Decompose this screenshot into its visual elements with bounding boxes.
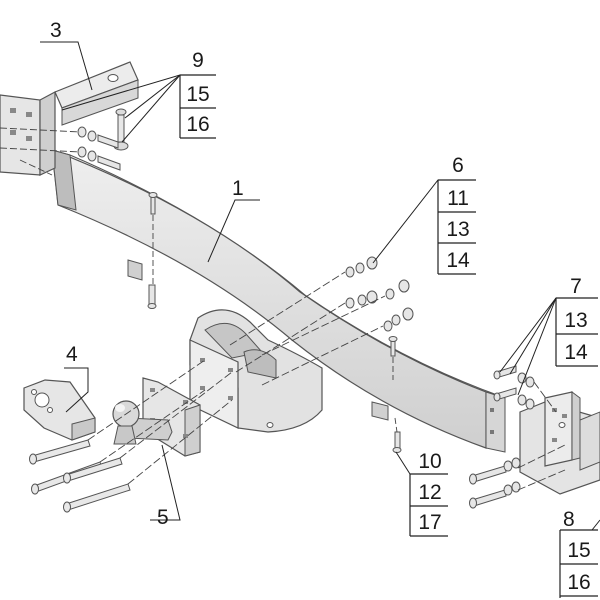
vertical-bolts: [147, 192, 402, 453]
callout-13-center: 13: [446, 218, 470, 241]
left-side-bracket: [0, 61, 139, 176]
socket-plate: [23, 379, 96, 441]
callout-3: 3: [50, 19, 62, 42]
left-bracket-fasteners: [77, 126, 121, 171]
callout-16-top: 16: [186, 113, 210, 136]
lower-left-axis-lines: [87, 359, 233, 485]
left-bracket-axis-lines: [0, 127, 81, 176]
callout-7: 7: [570, 275, 582, 298]
right-side-bracket: [519, 391, 600, 495]
left-bracket-bolt: [113, 108, 129, 151]
callout-9: 9: [192, 49, 204, 72]
center-nuts-washers: [345, 256, 414, 332]
callout-16-bottom: 16: [567, 571, 591, 594]
callout-1: 1: [232, 177, 244, 200]
right-bracket-axis-lines: [517, 381, 566, 491]
callout-6: 6: [452, 154, 464, 177]
lower-left-bolts: [29, 439, 131, 513]
callout-tables: [179, 74, 598, 598]
vertical-axis-lines: [152, 215, 398, 433]
cross-beam: [51, 149, 506, 453]
right-bracket-lower-fasteners: [469, 457, 521, 509]
callout-10: 10: [418, 450, 442, 473]
callout-13-right: 13: [564, 309, 588, 332]
callout-11: 11: [447, 187, 469, 210]
callout-14-right: 14: [564, 341, 588, 364]
callout-15-top: 15: [186, 83, 210, 106]
callout-14-center: 14: [446, 249, 470, 272]
callout-4: 4: [66, 343, 78, 366]
callout-15-bottom: 15: [567, 539, 591, 562]
callout-12: 12: [418, 481, 442, 504]
callout-5: 5: [157, 506, 169, 529]
center-axis-lines: [229, 271, 386, 386]
tow-ball-assembly: [112, 377, 201, 457]
callout-8: 8: [563, 508, 575, 531]
callout-17: 17: [418, 511, 442, 534]
